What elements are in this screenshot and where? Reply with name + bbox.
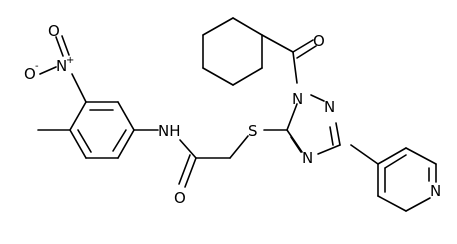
chemical-structure-figure: O - N + O NH O S N N N O N [24,17,441,212]
atom-label-triazole-n4: N [302,149,313,167]
cyclohexane-ring [202,17,263,86]
triazole-ring [286,94,341,155]
thioether-link [229,129,288,159]
atom-label-amide-o: O [174,189,186,207]
molecule-drawing: O - N + O NH O S N N N O N [24,17,441,212]
atom-label-nitro-o-minus: O [24,65,36,83]
nitro-group [39,35,87,103]
pyridine-ring [350,144,437,212]
acetamide-group [133,129,231,188]
cyclohexyl-carbonyl [261,34,317,84]
atom-label-triazole-n1: N [292,90,303,108]
atom-label-nitro-n: N [56,57,67,75]
charge-label-minus: - [35,61,39,72]
atom-label-pyridine-n: N [430,182,441,200]
atom-label-amide-nh: NH [158,122,181,140]
charge-label-plus: + [66,55,74,66]
atom-label-ketone-o: O [313,32,325,50]
atom-label-thioether-s: S [248,122,258,140]
atom-label-nitro-o: O [48,22,60,40]
atom-label-triazole-n2: N [324,98,335,116]
atom-labels: O - N + O NH O S N N N O N [24,22,441,207]
benzene-ring [69,101,135,159]
